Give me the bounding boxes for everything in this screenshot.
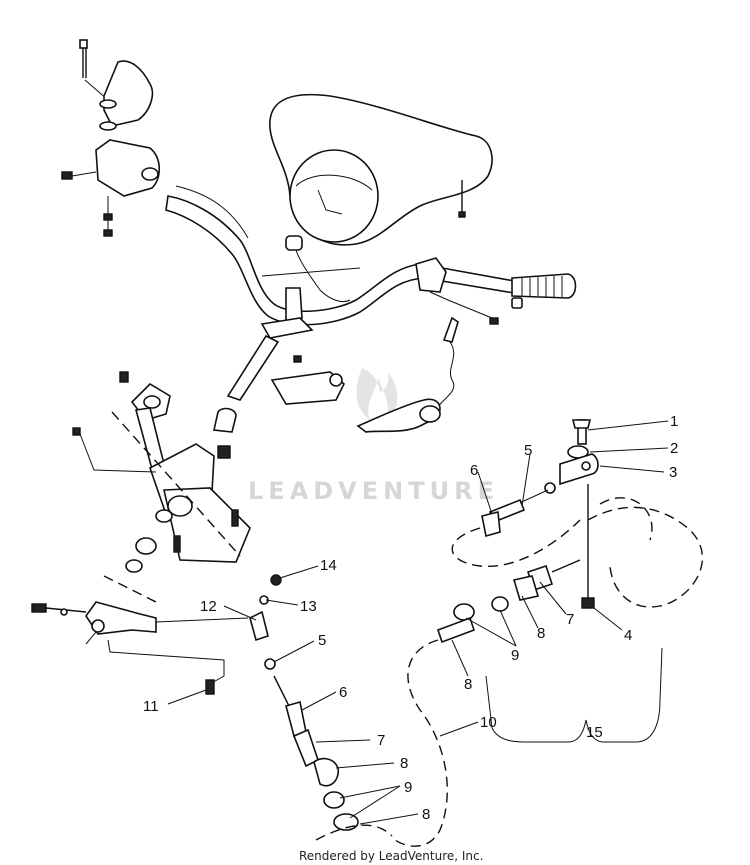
throttle-cable-assembly bbox=[391, 419, 703, 847]
handlebar-grip bbox=[511, 273, 577, 309]
throttle-housing-assembly bbox=[61, 39, 161, 237]
callout-label: 15 bbox=[586, 724, 603, 741]
callout-label: 9 bbox=[404, 779, 412, 796]
callout-label: 2 bbox=[670, 440, 678, 457]
steering-bracket-assembly bbox=[72, 371, 251, 573]
callout-label: 11 bbox=[143, 698, 159, 715]
handlebar-fairing bbox=[269, 93, 493, 246]
callout-label: 5 bbox=[318, 632, 326, 649]
callout-label: 12 bbox=[200, 598, 217, 615]
callout-label: 10 bbox=[480, 714, 497, 731]
callout-label: 14 bbox=[320, 557, 337, 574]
leader-lines bbox=[167, 420, 669, 825]
footer-credit: Rendered by LeadVenture, Inc. bbox=[299, 849, 483, 863]
lower-cable-assembly bbox=[249, 574, 393, 841]
callout-label: 3 bbox=[669, 464, 677, 481]
callout-labels: 1 2 3 5 6 7 8 4 9 8 14 13 12 5 6 11 10 1… bbox=[143, 413, 678, 823]
tether-switch bbox=[356, 316, 459, 433]
watermark-logo: LEADVENTURE bbox=[248, 368, 499, 505]
callout-label: 13 bbox=[300, 598, 317, 615]
callout-label: 5 bbox=[524, 442, 532, 459]
callout-label: 8 bbox=[537, 625, 545, 642]
callout-label: 4 bbox=[624, 627, 632, 644]
callout-label: 8 bbox=[422, 806, 430, 823]
callout-label: 7 bbox=[377, 732, 385, 749]
steering-post bbox=[213, 317, 345, 433]
callout-label: 7 bbox=[566, 611, 574, 628]
callout-label: 9 bbox=[511, 647, 519, 664]
callout-label: 6 bbox=[339, 684, 347, 701]
watermark-text: LEADVENTURE bbox=[248, 477, 499, 505]
callout-label: 6 bbox=[470, 462, 478, 479]
callout-label: 1 bbox=[670, 413, 678, 430]
callout-label: 8 bbox=[400, 755, 408, 772]
callout-label: 8 bbox=[464, 676, 472, 693]
handlebar bbox=[165, 185, 521, 326]
linkage-arm bbox=[31, 575, 249, 695]
